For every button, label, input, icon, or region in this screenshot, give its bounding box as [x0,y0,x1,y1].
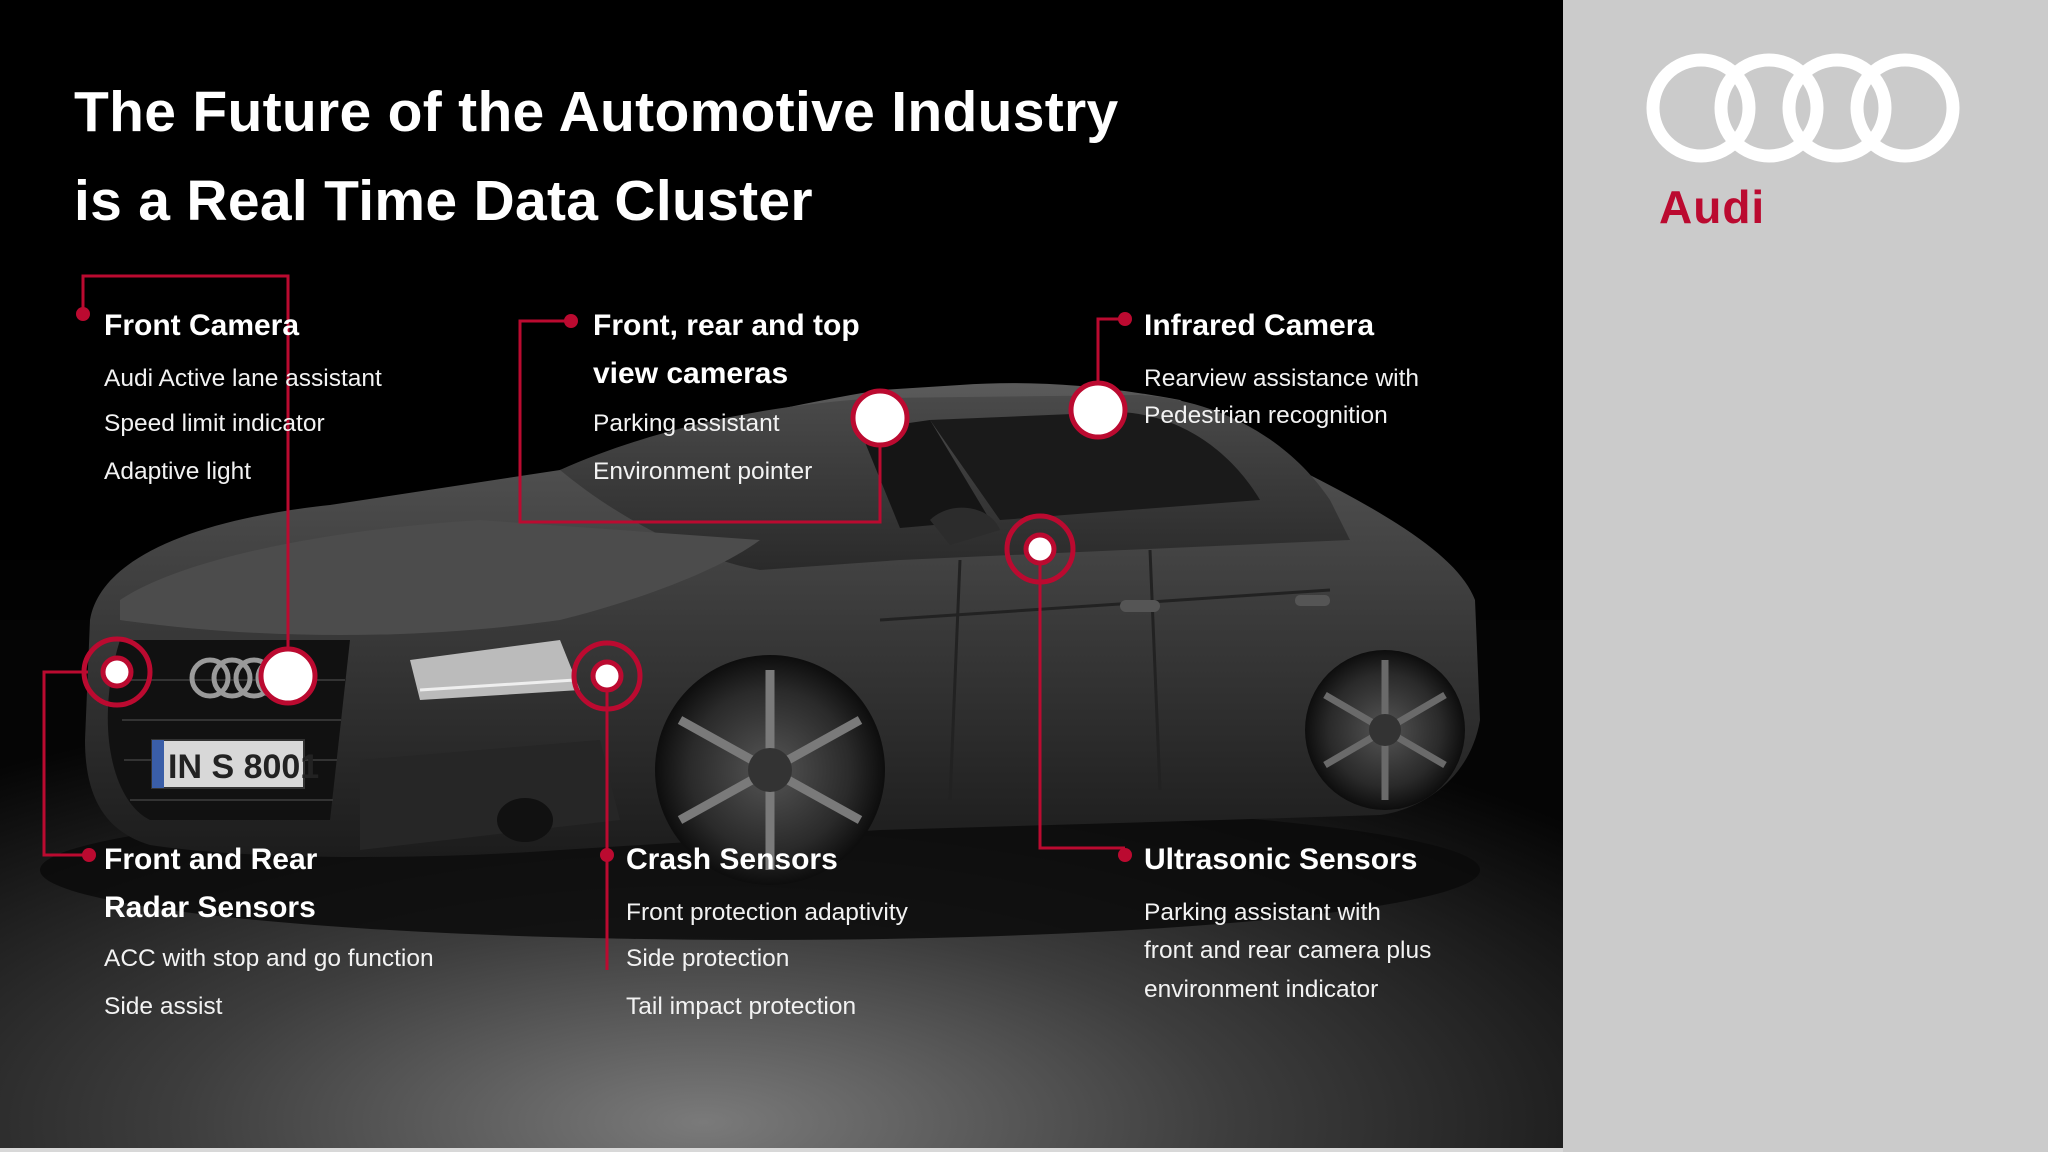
front-camera-item: Adaptive light [104,458,252,485]
car-photo-panel: IN S 8001 [0,383,1563,1152]
crash-sensors-item: Front protection adaptivity [626,899,908,926]
front-camera-item: Audi Active lane assistant [104,365,382,392]
front-camera-heading: Front Camera [104,309,300,342]
ultrasonic-sensors-marker[interactable] [1004,513,1076,585]
radar-sensors-item: ACC with stop and go function [104,945,434,972]
bottom-strip [0,1148,1563,1152]
crash-sensors-item: Side protection [626,945,790,972]
crash-sensors-item: Tail impact protection [626,993,857,1020]
front-camera-item: Speed limit indicator [104,410,325,437]
brand-name: Audi [1659,181,1766,233]
page-title: The Future of the Automotive Industry is… [74,68,1118,246]
ultrasonic-sensors-item: environment indicator [1144,976,1379,1003]
four-rings-logo-icon [1646,53,1960,163]
ultrasonic-sensors-item: front and rear camera plus [1144,937,1432,964]
radar-sensors-heading-line-1: Front and Rear [104,843,318,876]
view-cameras-heading-line-2: view cameras [593,357,789,390]
crash-sensors-marker[interactable] [571,640,643,712]
title-line-2: is a Real Time Data Cluster [74,169,813,233]
infrared-camera-item: Rearview assistance with [1144,365,1420,392]
front-camera-marker[interactable] [258,646,318,706]
brand-panel [1563,0,2048,1152]
infrared-camera-heading: Infrared Camera [1144,309,1375,342]
infrared-camera-marker[interactable] [1068,380,1128,440]
infrared-camera-item: Pedestrian recognition [1144,402,1388,429]
radar-sensors-item: Side assist [104,993,223,1020]
view-cameras-item: Environment pointer [593,458,813,485]
license-plate: IN S 8001 [168,748,319,786]
ultrasonic-sensors-item: Parking assistant with [1144,899,1381,926]
view-cameras-heading-line-1: Front, rear and top [593,309,860,342]
title-line-1: The Future of the Automotive Industry [74,80,1119,144]
radar-sensors-marker[interactable] [81,636,153,708]
crash-sensors-heading: Crash Sensors [626,843,838,876]
view-cameras-marker[interactable] [850,388,910,448]
ultrasonic-sensors-heading: Ultrasonic Sensors [1144,843,1418,876]
car-photo: IN S 8001 [0,383,1563,1152]
radar-sensors-heading-line-2: Radar Sensors [104,891,316,924]
view-cameras-item: Parking assistant [593,410,780,437]
